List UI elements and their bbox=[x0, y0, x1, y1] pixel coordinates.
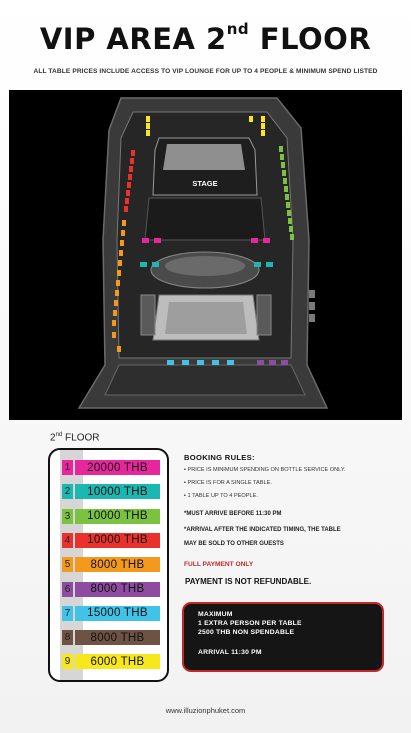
arrival-time-text: ARRIVAL 11:30 PM bbox=[198, 649, 262, 656]
stage-screen bbox=[163, 144, 245, 170]
center-bar-top bbox=[165, 256, 245, 276]
legend-price: 10000 THB bbox=[75, 484, 160, 500]
maximum-title: MAXIMUM bbox=[198, 611, 233, 618]
tables-zone-7 bbox=[167, 360, 234, 365]
extra-person-text: 1 EXTRA PERSON PER TABLE bbox=[198, 620, 302, 627]
legend-price: 15000 THB bbox=[75, 605, 160, 621]
legend-price: 6000 THB bbox=[75, 654, 160, 670]
arrival-after-rule: *ARRIVAL AFTER THE INDICATED TIMING, THE… bbox=[184, 527, 341, 533]
tables-zone-9-top bbox=[146, 116, 265, 136]
legend-number: 6 bbox=[62, 581, 73, 597]
legend-price: 10000 THB bbox=[75, 508, 160, 524]
arrive-rule: *MUST ARRIVE BEFORE 11:30 PM bbox=[184, 511, 282, 517]
floor-map: STAGE bbox=[9, 90, 402, 420]
tables-zone-6 bbox=[257, 360, 288, 365]
corridor bbox=[104, 364, 306, 396]
dance-floor bbox=[144, 197, 266, 241]
stage-label: STAGE bbox=[192, 179, 217, 188]
legend-number: 7 bbox=[62, 605, 73, 621]
rule-item: ▪ PRICE IS FOR A SINGLE TABLE. bbox=[184, 480, 272, 486]
legend-price: 20000 THB bbox=[75, 460, 160, 475]
legend-price: 8000 THB bbox=[75, 630, 160, 646]
stairs-left bbox=[140, 294, 156, 336]
tables-zone-3 bbox=[279, 146, 294, 240]
lounge-inner bbox=[165, 302, 247, 334]
maximum-box: MAXIMUM 1 EXTRA PERSON PER TABLE 2500 TH… bbox=[182, 602, 384, 672]
booking-rules-title: BOOKING RULES: bbox=[184, 453, 255, 462]
tables-zone-4 bbox=[124, 150, 135, 212]
legend-number: 4 bbox=[62, 532, 73, 548]
rule-item: ▪ 1 TABLE UP TO 4 PEOPLE. bbox=[184, 493, 258, 499]
tables-zone-2 bbox=[140, 262, 273, 267]
legend-number: 2 bbox=[62, 484, 73, 500]
stairs-right bbox=[256, 294, 272, 336]
floor-label: 2nd FLOOR bbox=[50, 432, 100, 444]
tables-zone-5 bbox=[112, 220, 126, 352]
legend-number: 3 bbox=[62, 508, 73, 524]
floor-map-drawing: STAGE bbox=[77, 97, 329, 409]
legend-number: 8 bbox=[62, 630, 73, 646]
right-lounge bbox=[309, 290, 315, 322]
rule-item: ▪ PRICE IS MINIMUM SPENDING ON BOTTLE SE… bbox=[184, 467, 346, 473]
page-title: VIP AREA 2nd FLOOR bbox=[39, 20, 372, 56]
legend-number: 9 bbox=[62, 654, 73, 670]
full-payment-notice: FULL PAYMENT ONLY bbox=[184, 561, 254, 568]
non-spendable-text: 2500 THB NON SPENDABLE bbox=[198, 629, 295, 636]
website-link[interactable]: www.illuzionphuket.com bbox=[165, 706, 246, 715]
tables-zone-1 bbox=[142, 238, 270, 243]
legend-price: 8000 THB bbox=[75, 581, 160, 597]
arrival-after-rule-2: MAY BE SOLD TO OTHER GUESTS bbox=[184, 541, 284, 547]
not-refundable-notice: PAYMENT IS NOT REFUNDABLE. bbox=[185, 577, 312, 586]
legend-price: 8000 THB bbox=[75, 557, 160, 573]
legend-price: 10000 THB bbox=[75, 532, 160, 548]
subtitle: ALL TABLE PRICES INCLUDE ACCESS TO VIP L… bbox=[33, 68, 378, 75]
legend-number: 5 bbox=[62, 557, 73, 573]
legend-number: 1 bbox=[62, 460, 73, 475]
